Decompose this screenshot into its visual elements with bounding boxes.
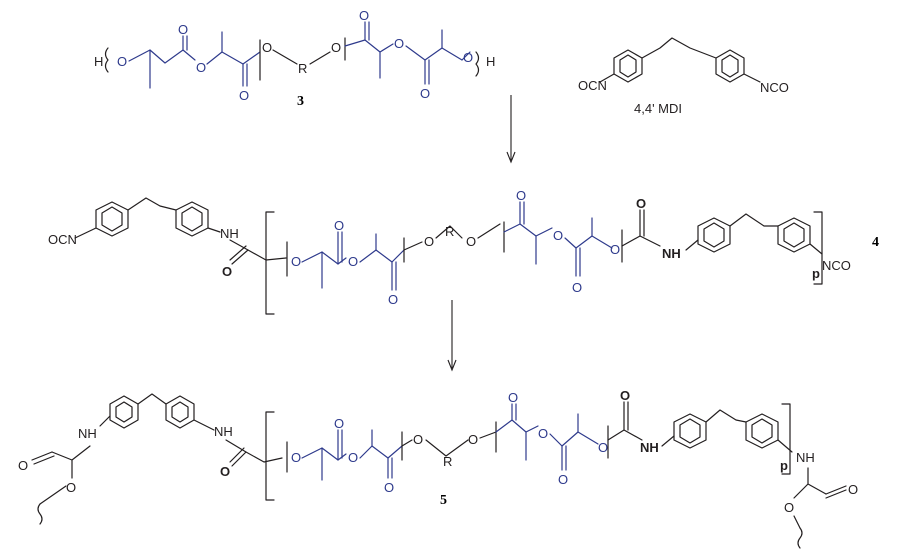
atom-label-o: O bbox=[420, 86, 430, 101]
atom-label-o: O bbox=[196, 60, 206, 75]
atom-label-o: O bbox=[784, 500, 794, 515]
repeat-index-p: p bbox=[812, 266, 820, 281]
atom-label-o: O bbox=[18, 458, 28, 473]
atom-label-o: O bbox=[463, 50, 473, 65]
nh-label: NH bbox=[78, 426, 97, 441]
atom-label-h-left: H bbox=[94, 54, 103, 69]
ocn-label: OCN bbox=[578, 78, 607, 93]
atom-label-o: O bbox=[348, 450, 358, 465]
nh-label: NH bbox=[796, 450, 815, 465]
atom-label-o: O bbox=[291, 254, 301, 269]
atom-label-r: R bbox=[443, 454, 452, 469]
atom-label-o: O bbox=[291, 450, 301, 465]
atom-label-o: O bbox=[394, 36, 404, 51]
atom-label-o: O bbox=[384, 480, 394, 495]
atom-label-o: O bbox=[516, 188, 526, 203]
atom-label-o: O bbox=[220, 464, 230, 479]
atom-label-r: R bbox=[298, 61, 307, 76]
compound-5-structure: O O NH NH O O O O O O R O bbox=[18, 388, 858, 549]
atom-label-o: O bbox=[598, 440, 608, 455]
compound-3-structure: H O O O O O R O O O O O H 3 bbox=[94, 8, 495, 109]
atom-label-o: O bbox=[620, 388, 630, 403]
ocn-label: OCN bbox=[48, 232, 77, 247]
repeat-index-p: p bbox=[780, 458, 788, 473]
atom-label-o: O bbox=[222, 264, 232, 279]
atom-label-o: O bbox=[239, 88, 249, 103]
atom-label-o: O bbox=[178, 22, 188, 37]
nco-label: NCO bbox=[822, 258, 851, 273]
atom-label-o: O bbox=[466, 234, 476, 249]
nh-label: NH bbox=[220, 226, 239, 241]
mdi-name-label: 4,4' MDI bbox=[634, 101, 682, 116]
atom-label-o: O bbox=[117, 54, 127, 69]
atom-label-o: O bbox=[262, 40, 272, 55]
atom-label-o: O bbox=[610, 242, 620, 257]
reaction-arrow-1 bbox=[506, 95, 516, 164]
atom-label-o: O bbox=[388, 292, 398, 307]
atom-label-o: O bbox=[468, 432, 478, 447]
atom-label-o: O bbox=[334, 416, 344, 431]
nh-label: NH bbox=[214, 424, 233, 439]
atom-label-o: O bbox=[334, 218, 344, 233]
bracket-open bbox=[265, 211, 275, 315]
reaction-arrow-2 bbox=[447, 300, 457, 372]
atom-label-o: O bbox=[348, 254, 358, 269]
bracket-close bbox=[813, 211, 823, 285]
atom-label-o: O bbox=[331, 40, 341, 55]
atom-label-o: O bbox=[66, 480, 76, 495]
atom-label-o: O bbox=[572, 280, 582, 295]
bracket-open bbox=[265, 411, 275, 501]
nh-label: NH bbox=[640, 440, 659, 455]
bracket-close bbox=[475, 51, 480, 77]
bracket-close bbox=[781, 403, 791, 475]
atom-label-o: O bbox=[538, 426, 548, 441]
nco-label: NCO bbox=[760, 80, 789, 95]
nh-label: NH bbox=[662, 246, 681, 261]
atom-label-h-right: H bbox=[486, 54, 495, 69]
compound-number-5: 5 bbox=[440, 493, 447, 508]
atom-label-o: O bbox=[848, 482, 858, 497]
compound-number-3: 3 bbox=[297, 94, 304, 109]
compound-number-4: 4 bbox=[872, 235, 879, 250]
mdi-structure: OCN NCO 4,4' MDI bbox=[578, 37, 789, 116]
compound-4-structure: OCN NH O O O O O O R O O O bbox=[48, 188, 879, 315]
atom-label-o: O bbox=[424, 234, 434, 249]
bracket-open bbox=[104, 47, 109, 73]
atom-label-r: R bbox=[445, 224, 454, 239]
atom-label-o: O bbox=[359, 8, 369, 23]
atom-label-o: O bbox=[508, 390, 518, 405]
atom-label-o: O bbox=[413, 432, 423, 447]
atom-label-o: O bbox=[636, 196, 646, 211]
atom-label-o: O bbox=[558, 472, 568, 487]
atom-label-o: O bbox=[553, 228, 563, 243]
